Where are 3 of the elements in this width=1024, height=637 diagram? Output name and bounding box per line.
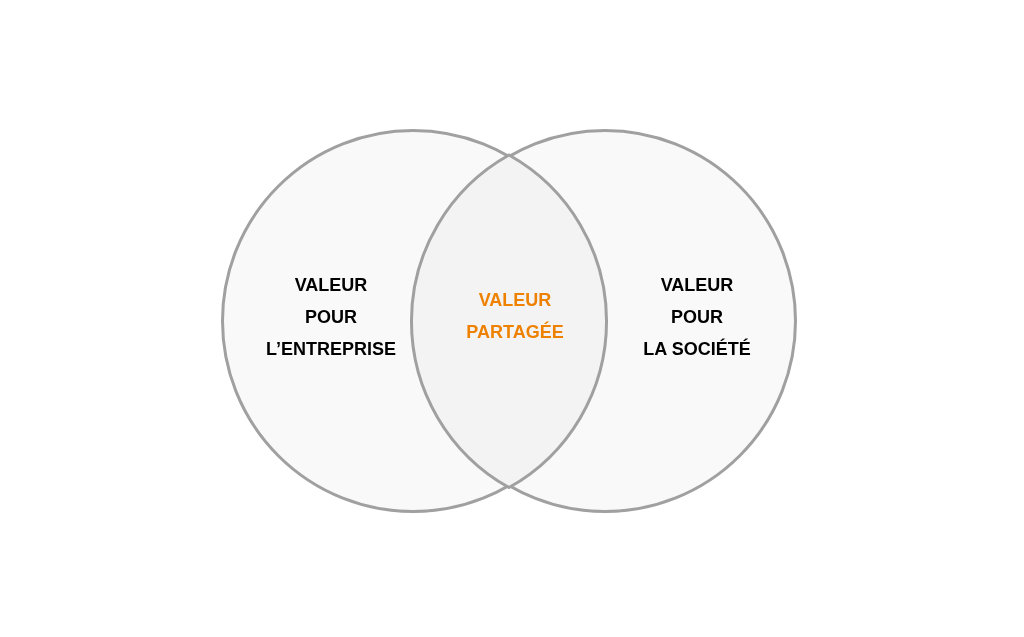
set-label: VALEUR POUR LA SOCIÉTÉ bbox=[643, 274, 751, 361]
overlap-label: VALEUR PARTAGÉE bbox=[466, 289, 564, 344]
set-label: VALEUR POUR L’ENTREPRISE bbox=[266, 274, 396, 361]
